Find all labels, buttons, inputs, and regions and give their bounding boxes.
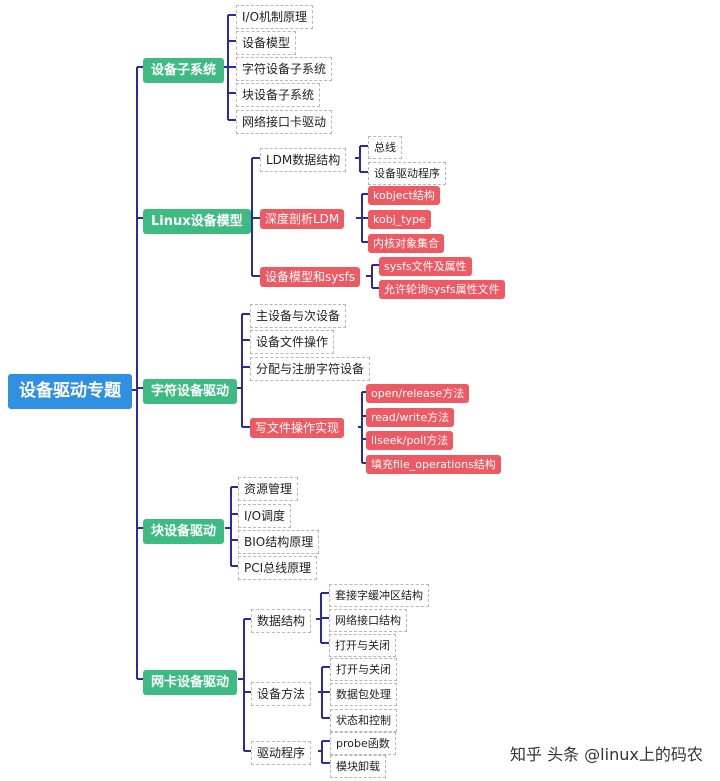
- deep-ldm-node[interactable]: 深度剖析LDM: [260, 209, 345, 229]
- leaf-node[interactable]: 资源管理: [238, 477, 299, 501]
- sysfs-node[interactable]: 设备模型和sysfs: [260, 267, 361, 287]
- leaf-node[interactable]: 主设备与次设备: [250, 304, 347, 328]
- leaf-node[interactable]: 打开与关闭: [329, 634, 396, 657]
- highlight-leaf[interactable]: llseek/poll方法: [366, 431, 454, 450]
- leaf-node[interactable]: 状态和控制: [330, 709, 397, 732]
- leaf-node[interactable]: I/O调度: [238, 504, 292, 528]
- root-topic[interactable]: 设备驱动专题: [8, 374, 132, 409]
- leaf-node[interactable]: 设备驱动程序: [368, 162, 446, 185]
- branch-char-device-driver[interactable]: 字符设备驱动: [143, 379, 238, 404]
- leaf-node[interactable]: 模块卸载: [330, 755, 386, 778]
- leaf-node[interactable]: 块设备子系统: [236, 83, 321, 107]
- branch-device-subsystem[interactable]: 设备子系统: [143, 58, 225, 83]
- highlight-leaf[interactable]: 允许轮询sysfs属性文件: [379, 280, 505, 299]
- branch-linux-device-model[interactable]: Linux设备模型: [143, 209, 251, 234]
- leaf-node[interactable]: PCI总线原理: [238, 556, 318, 580]
- leaf-node[interactable]: 设备模型: [236, 31, 297, 55]
- driver-program-node[interactable]: 驱动程序: [251, 741, 312, 765]
- highlight-leaf[interactable]: sysfs文件及属性: [379, 257, 472, 276]
- leaf-node[interactable]: 网络接口结构: [329, 609, 407, 632]
- leaf-node[interactable]: 打开与关闭: [330, 658, 397, 681]
- leaf-node[interactable]: 网络接口卡驱动: [236, 110, 333, 134]
- watermark-text: 知乎 头条 @linux上的码农: [510, 745, 703, 764]
- highlight-leaf[interactable]: 填充file_operations结构: [366, 455, 501, 474]
- leaf-node[interactable]: 套接字缓冲区结构: [329, 584, 429, 607]
- highlight-leaf[interactable]: 内核对象集合: [368, 234, 444, 253]
- leaf-node[interactable]: 数据包处理: [330, 683, 397, 706]
- device-method-node[interactable]: 设备方法: [251, 682, 312, 706]
- leaf-node[interactable]: 字符设备子系统: [236, 57, 333, 81]
- leaf-node[interactable]: I/O机制原理: [236, 5, 314, 29]
- data-structure-node[interactable]: 数据结构: [251, 609, 312, 633]
- highlight-leaf[interactable]: kobj_type: [368, 210, 431, 229]
- highlight-leaf[interactable]: read/write方法: [366, 408, 455, 427]
- write-file-ops-node[interactable]: 写文件操作实现: [250, 418, 345, 438]
- branch-nic-device-driver[interactable]: 网卡设备驱动: [143, 670, 238, 695]
- highlight-leaf[interactable]: open/release方法: [366, 384, 470, 403]
- ldm-data-structure-node[interactable]: LDM数据结构: [260, 148, 347, 172]
- leaf-node[interactable]: BIO结构原理: [238, 530, 320, 554]
- leaf-node[interactable]: probe函数: [330, 732, 396, 755]
- leaf-node[interactable]: 分配与注册字符设备: [250, 357, 371, 381]
- highlight-leaf[interactable]: kobject结构: [368, 186, 440, 205]
- leaf-node[interactable]: 总线: [368, 136, 402, 159]
- leaf-node[interactable]: 设备文件操作: [250, 330, 335, 354]
- branch-block-device-driver[interactable]: 块设备驱动: [143, 519, 225, 544]
